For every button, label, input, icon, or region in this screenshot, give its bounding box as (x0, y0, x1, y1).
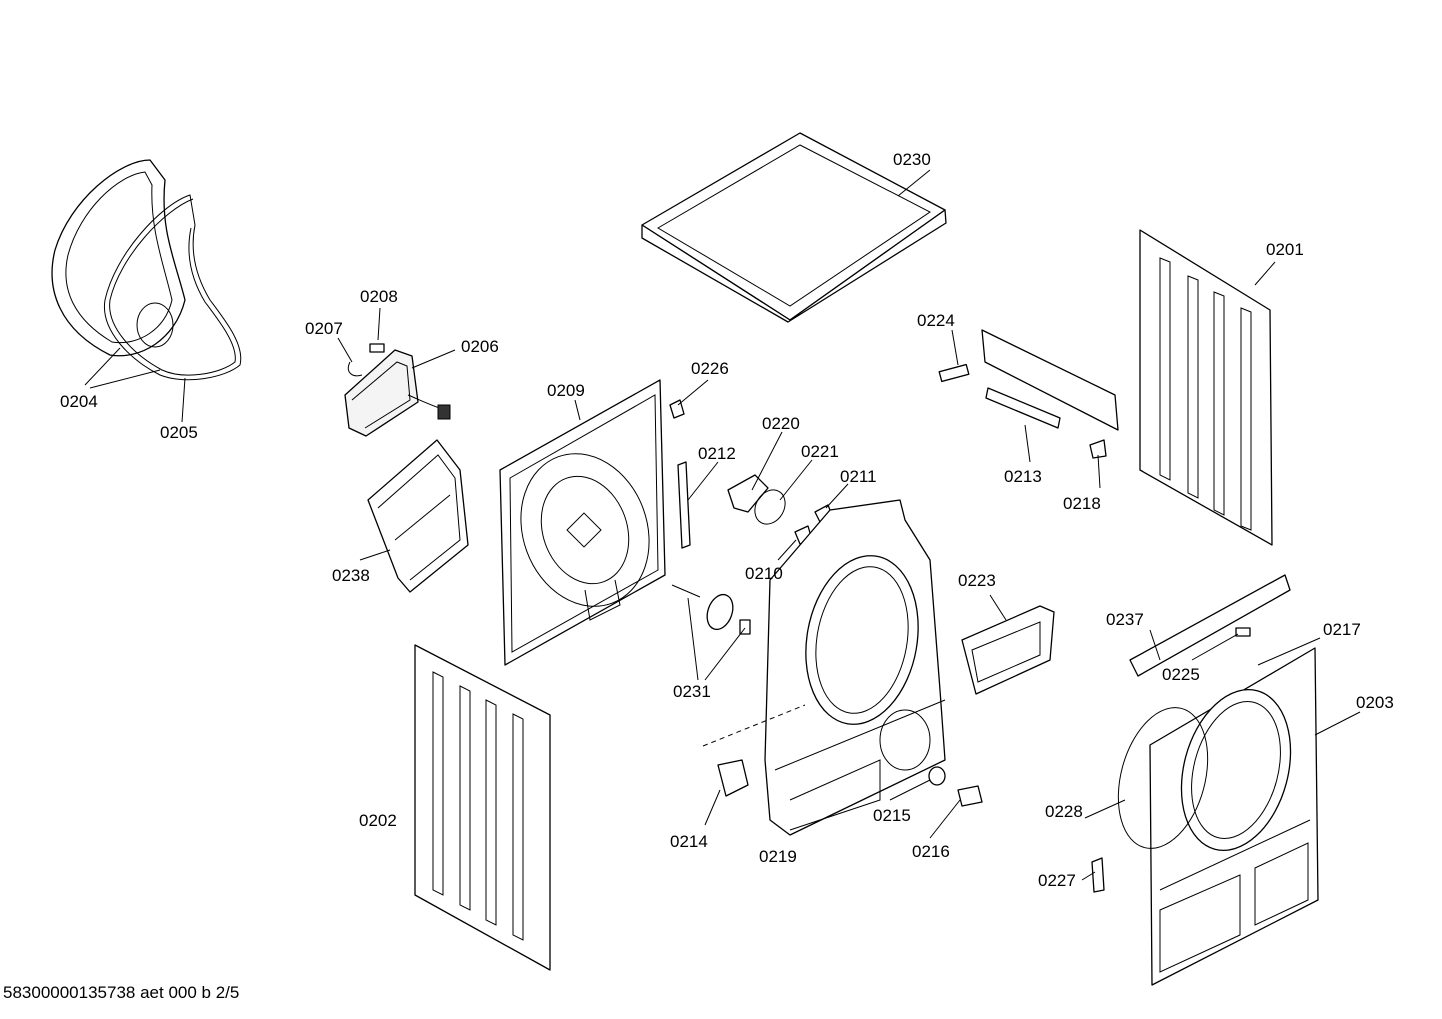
label-0238: 0238 (332, 566, 370, 585)
part-0203-front-panel (1149, 647, 1319, 986)
label-0203: 0203 (1356, 693, 1394, 712)
label-0221: 0221 (801, 442, 839, 461)
part-0209-rear-panel (499, 379, 666, 666)
part-0224-clip (938, 363, 970, 383)
part-0226-clip (669, 399, 685, 419)
part-0201-side-panel (1139, 229, 1273, 546)
part-0215-knob (928, 766, 946, 786)
label-0205: 0205 (160, 423, 198, 442)
part-0238-air-duct (367, 439, 469, 593)
label-0219: 0219 (759, 847, 797, 866)
part-0216-switch (957, 785, 983, 807)
part-0218-bracket (1089, 439, 1107, 459)
label-0215: 0215 (873, 806, 911, 825)
label-0202: 0202 (359, 811, 397, 830)
label-0209: 0209 (547, 381, 585, 400)
label-0224: 0224 (917, 311, 955, 330)
label-0218: 0218 (1063, 494, 1101, 513)
label-0201: 0201 (1266, 240, 1304, 259)
label-0217: 0217 (1323, 620, 1361, 639)
part-0205-gasket (103, 194, 242, 381)
label-0213: 0213 (1004, 467, 1042, 486)
part-0237-rail (1129, 574, 1291, 677)
label-0216: 0216 (912, 842, 950, 861)
part-0231-bearing-set (671, 584, 751, 635)
part-0214-door-lock (717, 759, 749, 797)
part-0212-hinge-strip (677, 461, 691, 549)
label-0211: 0211 (840, 467, 877, 486)
part-0227-latch (1091, 857, 1105, 893)
part-0207-cable (347, 361, 363, 377)
label-0206: 0206 (461, 337, 499, 356)
part-0228-door-seal (1117, 707, 1209, 849)
label-0220: 0220 (762, 414, 800, 433)
label-0207: 0207 (305, 319, 343, 338)
footer-document-id: 58300000135738 aet 000 b 2/5 (3, 983, 239, 1002)
label-0225: 0225 (1162, 665, 1200, 684)
part-0206-module (344, 349, 451, 437)
part-0208-clip (369, 343, 385, 353)
part-0225-clip (1235, 627, 1251, 637)
leader-0219-dashed (702, 704, 806, 747)
part-0230-top-cover (641, 132, 947, 323)
part-0213-control-board (981, 329, 1119, 431)
leader-lines (84, 169, 1361, 881)
part-0221-seal-ring (754, 489, 786, 525)
label-0208: 0208 (360, 287, 398, 306)
part-0202-side-panel (414, 644, 551, 971)
label-0210: 0210 (745, 564, 783, 583)
label-0227: 0227 (1038, 871, 1076, 890)
label-0226: 0226 (691, 359, 729, 378)
label-0228: 0228 (1045, 802, 1083, 821)
label-0223: 0223 (958, 571, 996, 590)
part-0220-filter-housing (727, 474, 769, 513)
label-0230: 0230 (893, 150, 931, 169)
label-0214: 0214 (670, 832, 708, 851)
label-0212: 0212 (698, 444, 736, 463)
part-0204-door-seal-frame (51, 159, 186, 357)
label-0204: 0204 (60, 392, 98, 411)
part-0223-fluff-filter (961, 605, 1055, 695)
label-0231: 0231 (673, 682, 711, 701)
label-0237: 0237 (1106, 610, 1144, 629)
part-0219-front-frame (764, 499, 946, 836)
